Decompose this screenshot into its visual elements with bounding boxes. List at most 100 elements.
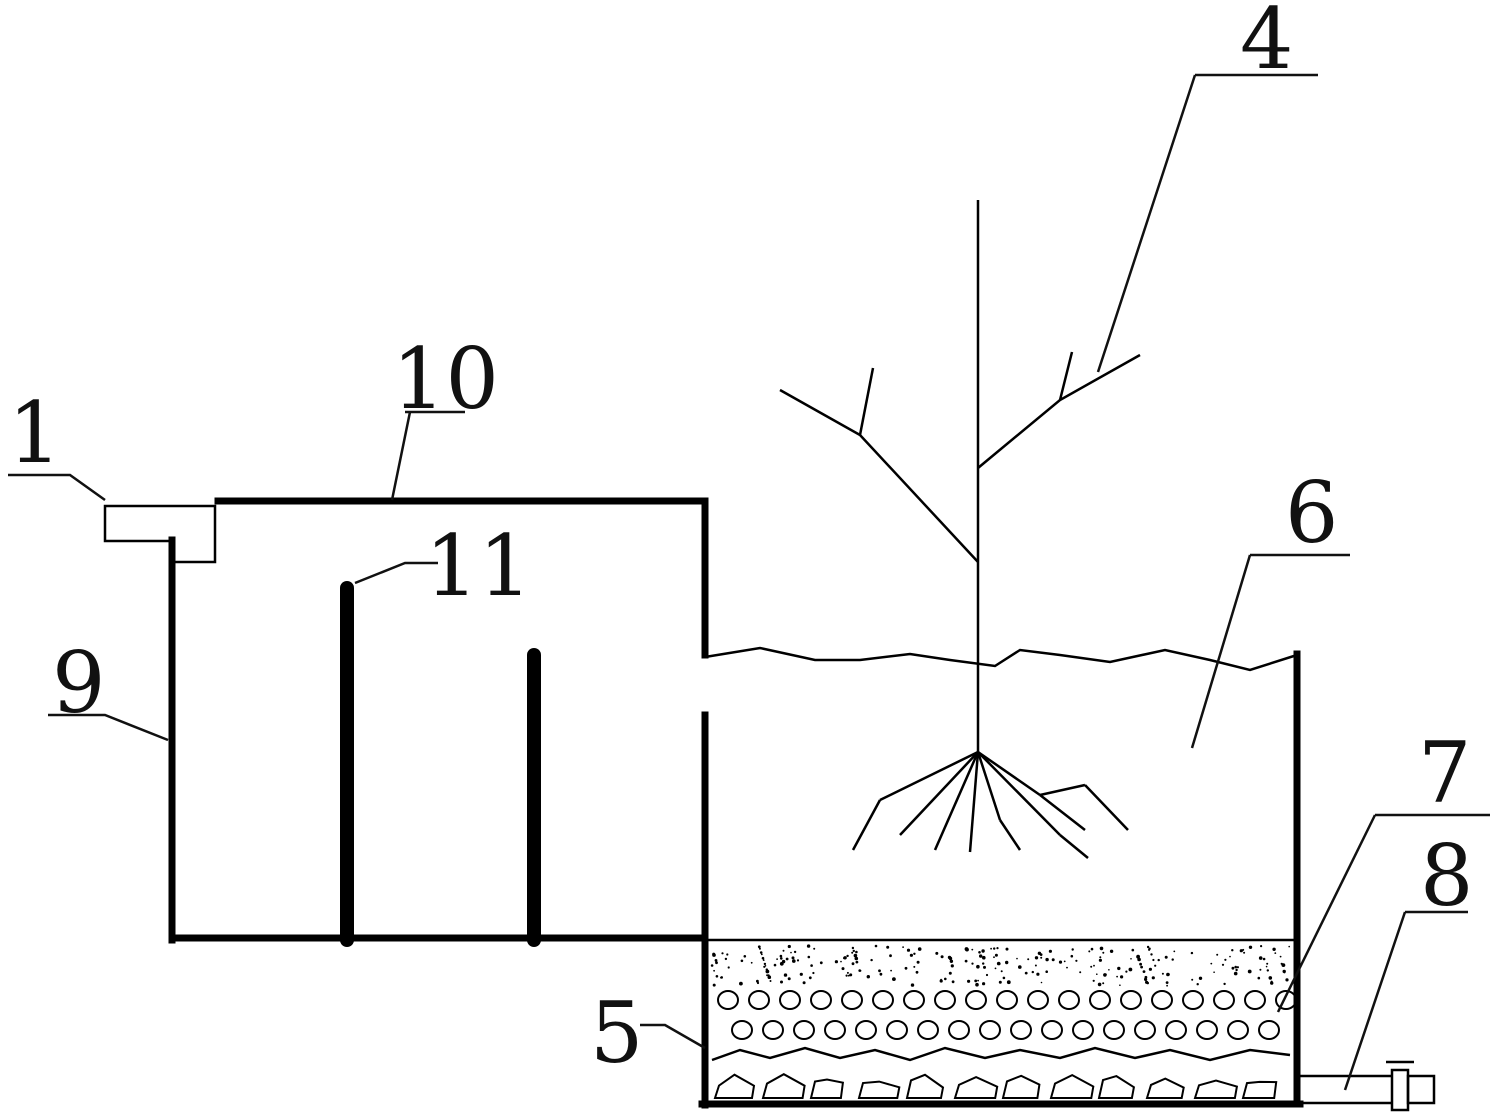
sand-grain (993, 956, 995, 959)
sand-grain (964, 959, 968, 963)
sand-grain (1006, 980, 1011, 985)
sand-grain (990, 947, 992, 950)
sand-grain (1063, 960, 1066, 963)
sand-grain (740, 959, 744, 963)
sand-grain (904, 966, 908, 970)
sand-grain (807, 955, 811, 959)
coarse-stone (1193, 1079, 1239, 1099)
sand-grain (1259, 968, 1262, 971)
sand-grain (787, 944, 791, 949)
sand-grain (790, 951, 792, 954)
sand-grain (1191, 978, 1194, 981)
gravel-pebble (1258, 1020, 1280, 1040)
sand-grain (806, 944, 811, 948)
sand-grain (878, 969, 881, 973)
sand-grain (712, 953, 716, 957)
sand-grain (851, 962, 855, 966)
sand-grain (765, 969, 770, 974)
sand-grain (1165, 981, 1169, 984)
sand-grain (756, 981, 760, 985)
sand-grain (985, 973, 989, 977)
gravel-pebble (748, 990, 770, 1010)
sand-grain (1248, 945, 1253, 949)
sand-grain (978, 951, 981, 954)
sand-grain (917, 947, 922, 951)
sand-grain (913, 965, 916, 968)
coarse-stone (857, 1080, 901, 1099)
sand-grain (1102, 982, 1105, 985)
sand-grain (1079, 971, 1082, 974)
sand-grain (1164, 955, 1168, 959)
sand-grain (764, 965, 767, 967)
sand-grain (1265, 965, 1268, 968)
sand-grain (1090, 965, 1093, 968)
water-surface (704, 646, 1298, 672)
gravel-pebble (1027, 990, 1049, 1010)
sand-grain (785, 957, 789, 961)
sand-grain (812, 971, 815, 975)
sand-grain (1137, 957, 1141, 962)
sand-grain (834, 960, 839, 964)
sand-grain (1136, 954, 1140, 959)
coarse-stone (1001, 1074, 1041, 1099)
sand-grain (1281, 963, 1286, 967)
sand-grain (1166, 972, 1170, 977)
sand-grain (780, 980, 783, 984)
gravel-pebble (886, 1020, 908, 1040)
callout-9: 9 (52, 634, 105, 732)
sand-grain (939, 979, 943, 983)
sand-grain (1171, 958, 1174, 961)
sand-grain (913, 952, 916, 955)
sand-grain (1018, 965, 1022, 969)
sand-grain (846, 971, 849, 974)
sand-grain (915, 970, 919, 974)
sand-grain (793, 950, 797, 954)
gravel-pebble (996, 990, 1018, 1010)
sand-grain (1090, 947, 1094, 951)
coarse-stone (809, 1078, 845, 1099)
gravel-pebble (717, 990, 739, 1010)
sand-grain (739, 981, 743, 986)
sand-grain (727, 966, 730, 969)
sand-grain (1000, 970, 1003, 973)
gravel-pebble (824, 1020, 846, 1040)
sand-grain (750, 961, 753, 964)
sand-grain (1190, 951, 1194, 955)
sand-grain (758, 947, 761, 950)
sand-grain (1130, 958, 1132, 960)
sand-grain (1233, 971, 1238, 976)
sand-grain (1005, 960, 1009, 965)
sand-grain (1128, 967, 1133, 972)
sand-grain (979, 954, 983, 958)
sand-grain (983, 965, 986, 969)
sand-grain (964, 947, 969, 951)
baffle-plates (340, 581, 541, 947)
sand-grain (1272, 947, 1276, 951)
sand-grain (1034, 956, 1039, 960)
sand-grain (1196, 983, 1199, 986)
gravel-pebble (1165, 1020, 1187, 1040)
sand-grain (1235, 968, 1238, 972)
gravel-pebble (903, 990, 925, 1010)
sand-grain (767, 975, 772, 979)
callout-7: 7 (1418, 724, 1471, 822)
sand-grain (1040, 981, 1043, 984)
sand-grain (982, 955, 986, 960)
sand-grain (763, 962, 767, 966)
outlet-pipe (1300, 1060, 1436, 1112)
sand-grain (852, 949, 855, 953)
sand-grain (1040, 956, 1043, 959)
sand-grain (1116, 975, 1118, 978)
media-boundary-line (711, 1046, 1291, 1062)
gravel-pebble (1151, 990, 1173, 1010)
gravel-pebble (1103, 1020, 1125, 1040)
sedimentation-tank (168, 497, 709, 944)
sand-grain (799, 972, 803, 976)
sand-grain (1036, 972, 1040, 976)
sand-grain (808, 976, 812, 980)
sand-grain (855, 950, 858, 954)
gravel-pebble (779, 990, 801, 1010)
sand-grain (1093, 964, 1095, 967)
leader-lines (8, 73, 1490, 1091)
sand-grain (951, 980, 955, 984)
